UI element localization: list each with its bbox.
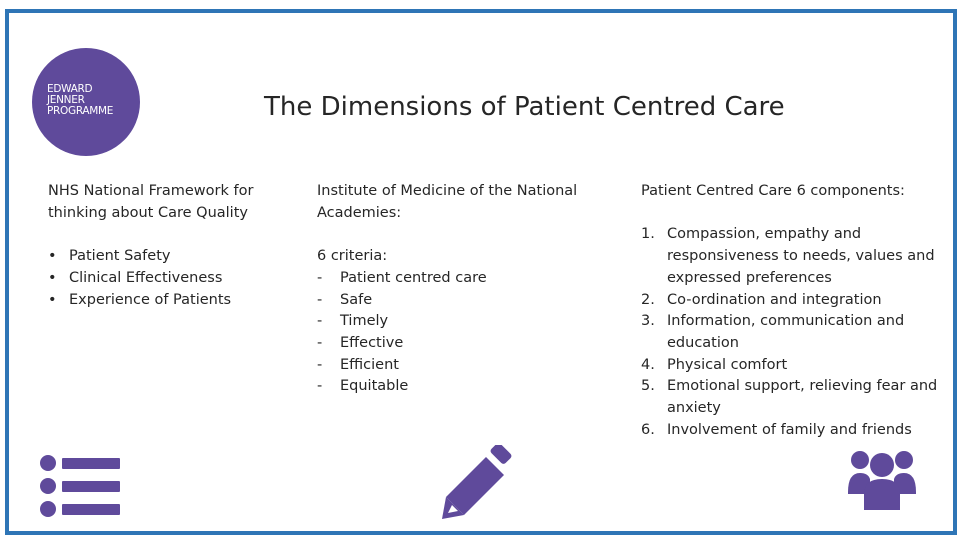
iom-column: Institute of Medicine of the National Ac… — [317, 181, 607, 398]
slide-title: The Dimensions of Patient Centred Care — [264, 92, 785, 122]
list-text: Compassion, empathy and responsiveness t… — [667, 226, 935, 286]
list-number: 3. — [641, 313, 655, 330]
iom-subheading: 6 criteria: — [317, 248, 388, 265]
list-item: Timely — [317, 311, 607, 333]
logo-text: EDWARD JENNER PROGRAMME — [47, 84, 113, 117]
pcc-components-list: 1. Compassion, empathy and responsiveness… — [641, 224, 941, 441]
list-item: 6. Involvement of family and friends — [641, 420, 941, 442]
list-icon — [40, 455, 120, 517]
list-item: Experience of Patients — [48, 290, 283, 312]
list-item: 2. Co-ordination and integration — [641, 290, 941, 312]
list-number: 4. — [641, 356, 655, 373]
people-icon — [848, 451, 916, 510]
list-item: Equitable — [317, 376, 607, 398]
list-item: 3. Information, communication and educati… — [641, 311, 941, 354]
list-item: Safe — [317, 290, 607, 312]
list-text: Physical comfort — [667, 356, 788, 373]
logo-line-1: EDWARD — [47, 83, 93, 95]
list-item: Efficient — [317, 355, 607, 377]
logo-line-2: JENNER — [47, 94, 85, 106]
list-item: 5. Emotional support, relieving fear and … — [641, 376, 941, 419]
iom-criteria-list: Patient centred care Safe Timely Effecti… — [317, 268, 607, 398]
list-text: Emotional support, relieving fear and an… — [667, 378, 938, 417]
slide-frame — [5, 9, 957, 535]
pcc-column: Patient Centred Care 6 components: 1. Com… — [641, 181, 941, 441]
list-number: 2. — [641, 291, 655, 308]
iom-heading: Institute of Medicine of the National Ac… — [317, 183, 578, 221]
logo-line-3: PROGRAMME — [47, 105, 114, 117]
list-text: Involvement of family and friends — [667, 421, 912, 438]
edward-jenner-programme-logo: EDWARD JENNER PROGRAMME — [32, 48, 140, 156]
list-text: Information, communication and education — [667, 313, 905, 351]
list-text: Co-ordination and integration — [667, 291, 882, 308]
list-item: 4. Physical comfort — [641, 355, 941, 377]
nhs-framework-heading: NHS National Framework for thinking abou… — [48, 183, 254, 221]
nhs-framework-list: Patient Safety Clinical Effectiveness Ex… — [48, 246, 283, 311]
nhs-framework-column: NHS National Framework for thinking abou… — [48, 181, 283, 311]
list-item: 1. Compassion, empathy and responsiveness… — [641, 224, 941, 289]
list-item: Patient centred care — [317, 268, 607, 290]
pencil-icon — [442, 445, 512, 519]
list-number: 6. — [641, 421, 655, 438]
list-number: 1. — [641, 226, 655, 243]
list-item: Patient Safety — [48, 246, 283, 268]
list-item: Effective — [317, 333, 607, 355]
list-number: 5. — [641, 378, 655, 395]
list-item: Clinical Effectiveness — [48, 268, 283, 290]
pcc-heading: Patient Centred Care 6 components: — [641, 183, 905, 199]
